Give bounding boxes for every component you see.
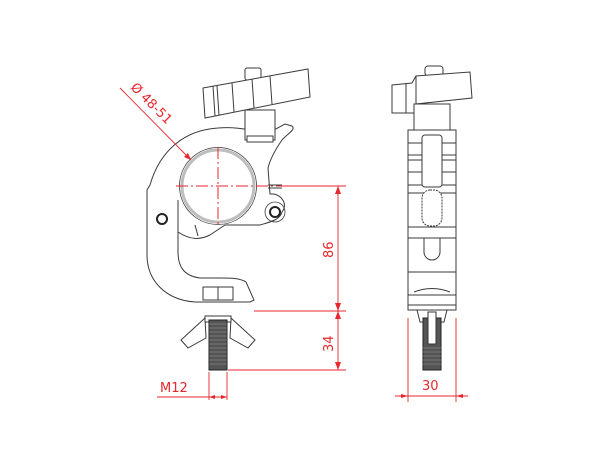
- front-roller: [421, 189, 443, 227]
- knob-facets: [212, 75, 273, 117]
- pivot-hole-right: [269, 206, 281, 218]
- diameter-label: Ø 48-51: [127, 80, 174, 127]
- bolt-thread: [208, 319, 228, 371]
- front-bolt-shank: [427, 311, 437, 345]
- wing-nut-right: [229, 316, 256, 349]
- dim-label-30: 30: [422, 379, 439, 394]
- diameter-leader: [119, 87, 192, 161]
- front-view: 30: [391, 65, 473, 402]
- wing-nut-left: [180, 316, 207, 349]
- dim-label-m12: M12: [160, 381, 188, 396]
- front-slot-lower: [423, 238, 441, 261]
- dim-label-34: 34: [322, 335, 337, 352]
- knob-collar: [246, 135, 274, 143]
- front-nut-curve: [413, 288, 451, 293]
- latch-lines: [268, 184, 282, 189]
- dim-label-86: 86: [322, 241, 337, 258]
- side-view: Ø 48-51 86 34 M12: [119, 67, 346, 400]
- clamp-jaw-edge: [194, 224, 199, 237]
- front-knob-handle: [391, 71, 473, 114]
- knob-shaft: [244, 109, 276, 141]
- pivot-boss: [264, 201, 286, 223]
- front-latch-slot: [421, 134, 443, 188]
- knob-handle: [202, 68, 311, 119]
- pivot-hole-left: [156, 213, 168, 225]
- front-knob-shaft: [413, 103, 451, 133]
